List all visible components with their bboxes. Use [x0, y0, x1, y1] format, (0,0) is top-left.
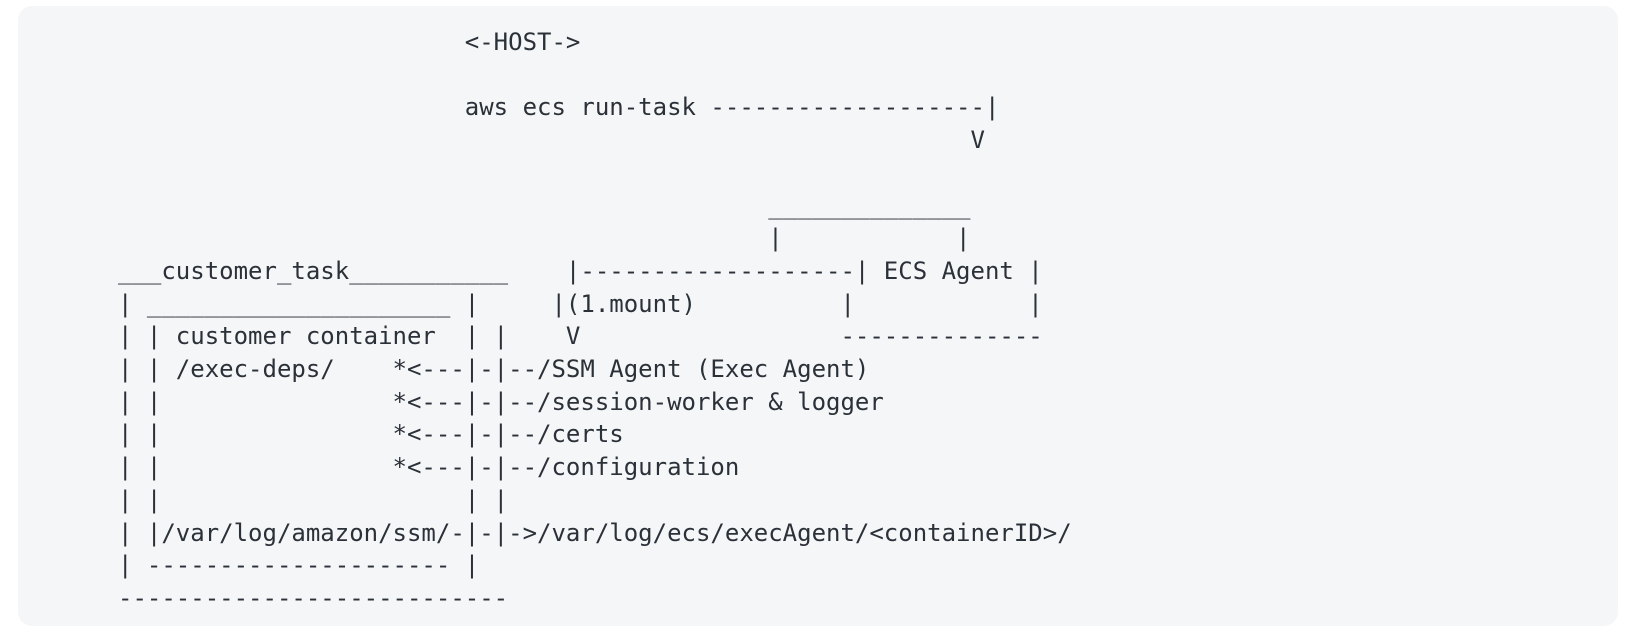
diagram-canvas: <-HOST-> aws ecs run-task --------------… — [18, 6, 1618, 626]
ascii-art-diagram: <-HOST-> aws ecs run-task --------------… — [118, 28, 1072, 612]
